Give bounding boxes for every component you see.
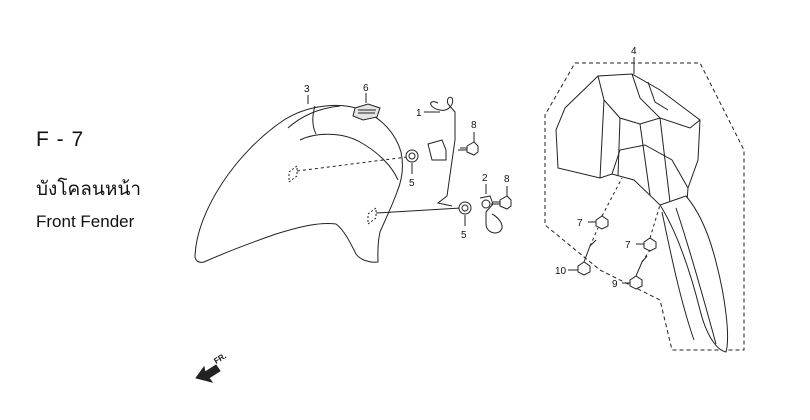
- callout-6: 6: [363, 83, 369, 94]
- figure-code: F - 7: [36, 128, 85, 151]
- callout-10: 10: [555, 266, 567, 277]
- callout-8-lower: 8: [504, 174, 510, 185]
- title-block: F - 7 บังโคลนหน้า Front Fender: [36, 128, 141, 232]
- callout-5-lower: 5: [461, 230, 467, 241]
- bolt-part-8-upper: [458, 132, 479, 156]
- clamp-part-2: [479, 184, 503, 234]
- fender-mount-hole-lower: [367, 207, 377, 225]
- bolt-part-8-lower: [491, 186, 512, 210]
- callout-1: 1: [416, 108, 422, 119]
- part-name-english: Front Fender: [36, 212, 135, 231]
- nut-part-7-right: [643, 204, 661, 252]
- assembly-line-lower: [375, 207, 462, 214]
- callout-5-upper: 5: [409, 178, 415, 189]
- collar-part-5-upper: [405, 149, 419, 174]
- fender-top-crease: [287, 105, 341, 129]
- fender-outline: [194, 105, 403, 263]
- callout-2: 2: [482, 173, 488, 184]
- inner-fender-shroud: [555, 73, 701, 216]
- inner-fender-part-4: [544, 57, 745, 353]
- part-name-thai: บังโคลนหน้า: [36, 178, 142, 200]
- callout-4: 4: [631, 46, 637, 57]
- leader-lines: [307, 95, 644, 284]
- callout-8-upper: 8: [471, 120, 477, 131]
- fender-center-ridge: [312, 105, 317, 135]
- collar-part-5-lower: [458, 201, 472, 226]
- inner-fender-tail: [659, 195, 728, 353]
- callout-7-right: 7: [625, 240, 631, 251]
- callout-7-left: 7: [577, 218, 583, 229]
- fender-mount-hole-upper: [288, 165, 298, 183]
- callout-3: 3: [304, 84, 310, 95]
- nut-part-7-left: [595, 177, 623, 230]
- callout-9: 9: [612, 279, 618, 290]
- fender-inner-curve: [299, 133, 399, 181]
- bracket-part-1: [427, 96, 456, 207]
- screw-part-9: [629, 249, 651, 290]
- clip-part-6: [352, 93, 381, 121]
- group-boundary: [544, 62, 745, 351]
- screw-part-10: [577, 227, 599, 276]
- front-direction-arrow-icon: FR.: [195, 351, 228, 383]
- front-direction-label: FR.: [212, 351, 228, 365]
- assembly-line-upper: [296, 156, 408, 172]
- front-fender-part: [194, 105, 462, 263]
